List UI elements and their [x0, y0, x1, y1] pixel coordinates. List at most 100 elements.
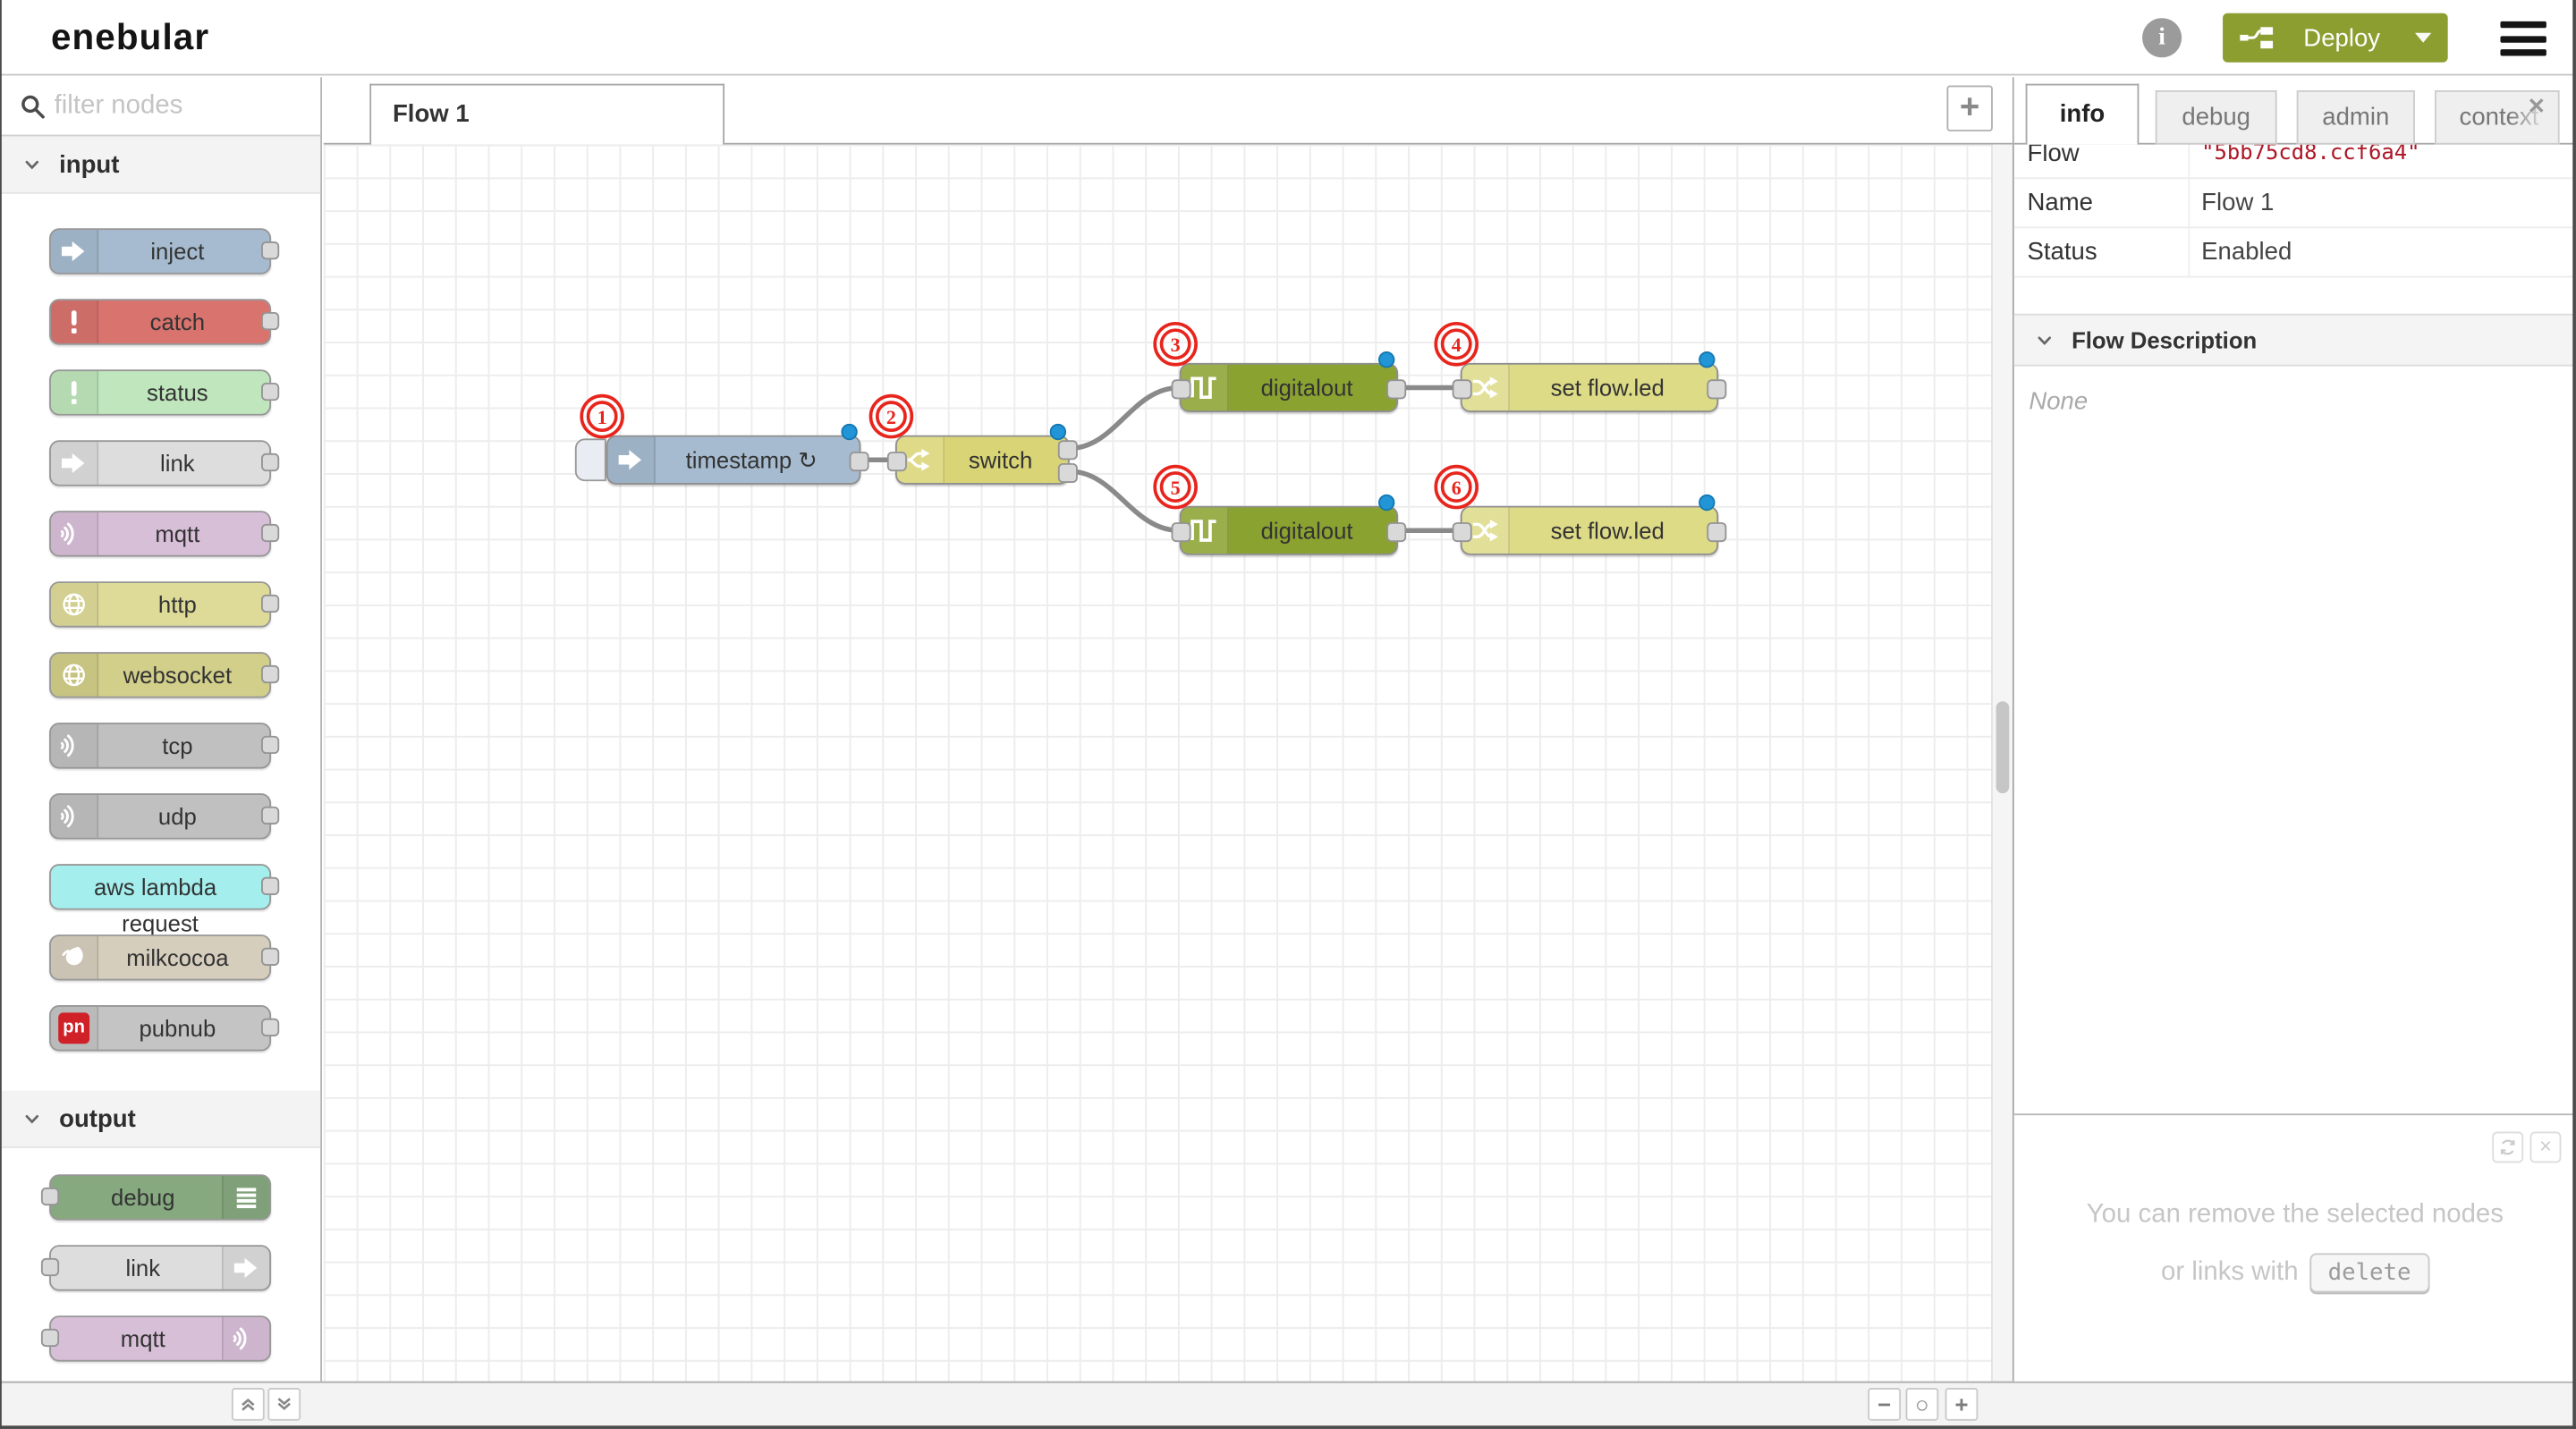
changed-indicator-dot — [1699, 351, 1716, 368]
deploy-label: Deploy — [2303, 23, 2381, 52]
palette-node-label-overflow: request — [122, 909, 199, 936]
palette-scroll-up-button[interactable] — [231, 1388, 265, 1421]
flow-node-inject-timestamp[interactable]: timestamp ↻ — [574, 423, 869, 485]
hint-line-2-text: or links with — [2161, 1257, 2299, 1287]
port[interactable] — [261, 735, 280, 755]
section-label: input — [59, 150, 120, 179]
port[interactable] — [261, 664, 280, 684]
port[interactable] — [261, 452, 280, 472]
palette-node-link[interactable]: link — [40, 1245, 272, 1291]
node-palette: filter nodes input inject catch status link m… — [0, 77, 322, 1382]
flow-node-set-flow-led-1[interactable]: set flow.led — [1452, 351, 1727, 413]
flow-description-header[interactable]: Flow Description — [2013, 313, 2576, 367]
annotation-badge-4: 4 — [1434, 321, 1479, 367]
exclamation-icon — [50, 300, 99, 343]
port[interactable] — [261, 876, 280, 896]
refresh-button[interactable] — [2492, 1131, 2524, 1163]
sidebar-tab-context[interactable]: context — [2434, 90, 2560, 145]
palette-node-milkcocoa[interactable]: milkcocoa — [49, 934, 280, 981]
palette-node-label: link — [125, 1255, 161, 1281]
palette-filter[interactable]: filter nodes — [0, 77, 321, 137]
square-wave-icon — [1181, 364, 1229, 411]
wire-switch:1-to-digitalout-1[interactable] — [1066, 385, 1182, 452]
flow-node-set-flow-led-2[interactable]: set flow.led — [1452, 494, 1727, 555]
port[interactable] — [261, 311, 280, 331]
port[interactable] — [40, 1257, 60, 1277]
flow-node-label: timestamp ↻ — [685, 446, 818, 473]
add-flow-button[interactable]: + — [1946, 85, 1993, 131]
filter-placeholder: filter nodes — [54, 91, 183, 121]
menu-icon[interactable] — [2500, 21, 2546, 56]
palette-node-mqtt[interactable]: mqtt — [49, 511, 280, 557]
zoom-reset-button[interactable]: ○ — [1905, 1388, 1939, 1421]
output-port-1[interactable] — [1057, 440, 1078, 461]
output-port[interactable] — [849, 452, 869, 472]
port[interactable] — [261, 806, 280, 825]
annotation-badge-number: 5 — [1159, 471, 1191, 503]
close-button[interactable]: × — [2529, 1131, 2562, 1163]
output-port[interactable] — [1386, 379, 1407, 400]
palette-node-catch[interactable]: catch — [49, 299, 280, 345]
palette-node-tcp[interactable]: tcp — [49, 723, 280, 769]
output-port[interactable] — [1707, 379, 1727, 400]
palette-node-link[interactable]: link — [49, 440, 280, 486]
droplet-icon — [50, 935, 99, 979]
palette-node-websocket[interactable]: websocket — [49, 652, 280, 698]
port[interactable] — [261, 241, 280, 260]
port[interactable] — [261, 382, 280, 402]
deploy-button[interactable]: Deploy — [2223, 13, 2448, 63]
sidebar-tab-debug[interactable]: debug — [2155, 90, 2277, 145]
port[interactable] — [261, 947, 280, 966]
input-port[interactable] — [1452, 522, 1472, 543]
deploy-dropdown-caret-icon[interactable] — [2414, 32, 2432, 43]
output-port[interactable] — [1707, 522, 1727, 543]
output-port-2[interactable] — [1057, 462, 1078, 483]
zoom-out-button[interactable]: − — [1868, 1388, 1902, 1421]
palette-node-inject[interactable]: inject — [49, 228, 280, 275]
info-row-value: Enabled — [2201, 238, 2292, 266]
flow-node-switch[interactable]: switch — [886, 423, 1078, 485]
input-port[interactable] — [1171, 379, 1191, 400]
palette-section-output[interactable]: output — [0, 1090, 321, 1148]
palette-node-mqtt[interactable]: mqtt — [40, 1315, 272, 1362]
port[interactable] — [40, 1187, 60, 1206]
info-icon[interactable]: i — [2142, 18, 2182, 58]
sidebar-tab-admin[interactable]: admin — [2296, 90, 2415, 145]
output-port[interactable] — [1386, 522, 1407, 543]
flow-node-digitalout-2[interactable]: digitalout — [1171, 494, 1407, 555]
palette-node-label: mqtt — [120, 1325, 165, 1352]
zoom-in-button[interactable]: + — [1945, 1388, 1979, 1421]
palette-scroll-down-button[interactable] — [267, 1388, 301, 1421]
tab-flow-1[interactable]: Flow 1 — [369, 83, 724, 145]
palette-node-label: milkcocoa — [126, 944, 229, 971]
wifi-icon — [50, 794, 99, 838]
wire-switch:2-to-digitalout-2[interactable] — [1066, 469, 1182, 534]
palette-node-debug[interactable]: debug — [40, 1174, 272, 1221]
flow-node-digitalout-1[interactable]: digitalout — [1171, 351, 1407, 413]
canvas-scrollbar[interactable] — [1991, 144, 2012, 1382]
palette-node-http[interactable]: http — [49, 581, 280, 628]
palette-node-status[interactable]: status — [49, 369, 280, 416]
arrow-in-icon — [221, 1247, 270, 1289]
input-port[interactable] — [886, 452, 907, 472]
palette-node-label: pubnub — [139, 1015, 216, 1042]
port[interactable] — [261, 594, 280, 613]
flow-node-label: switch — [968, 446, 1033, 473]
inject-button[interactable] — [574, 438, 606, 482]
input-port[interactable] — [1452, 379, 1472, 400]
palette-node-udp[interactable]: udp — [49, 793, 280, 840]
port[interactable] — [40, 1328, 60, 1348]
port[interactable] — [261, 1018, 280, 1036]
input-port[interactable] — [1171, 522, 1191, 543]
canvas-scrollbar-thumb[interactable] — [1996, 701, 2010, 794]
sidebar-tab-info[interactable]: info — [2025, 83, 2140, 145]
sidebar-close-icon[interactable]: × — [2528, 90, 2545, 122]
port[interactable] — [261, 523, 280, 543]
palette-section-input[interactable]: input — [0, 136, 321, 194]
